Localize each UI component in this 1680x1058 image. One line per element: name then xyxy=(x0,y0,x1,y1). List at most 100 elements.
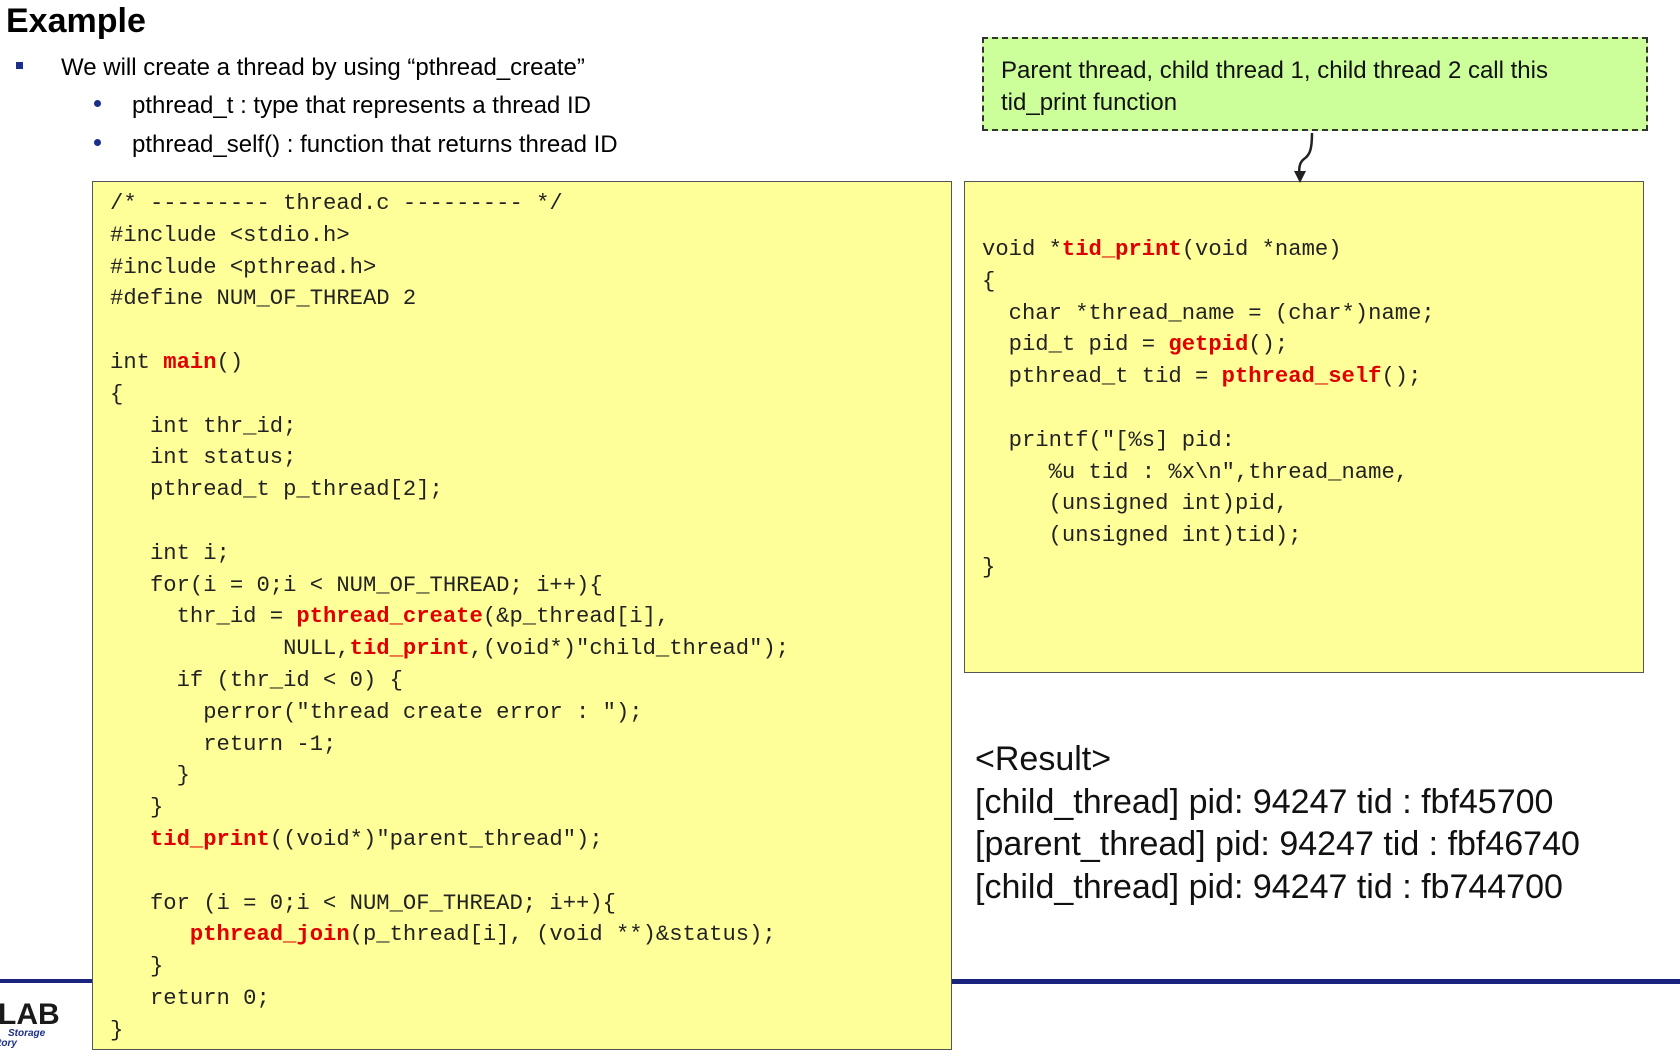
code-line: thr_id = pthread_create(&p_thread[i], xyxy=(110,601,951,633)
code-text: (); xyxy=(1381,364,1422,390)
dot-bullet-icon xyxy=(94,139,101,147)
code-line: printf("[%s] pid: xyxy=(982,425,1643,457)
code-line: { xyxy=(110,379,951,411)
svg-text:LAB: LAB xyxy=(0,998,60,1031)
code-line: void *tid_print(void *name) xyxy=(982,234,1643,266)
code-text: return -1; xyxy=(110,731,337,757)
square-bullet-icon xyxy=(16,62,23,70)
code-text xyxy=(110,922,190,947)
code-highlight: pthread_join xyxy=(189,922,350,948)
code-text: } xyxy=(110,795,164,821)
code-text: (unsigned int)pid, xyxy=(982,491,1289,517)
code-text: pthread_t p_thread[2]; xyxy=(110,477,443,503)
code-line: #define NUM_OF_THREAD 2 xyxy=(110,283,951,315)
code-line: { xyxy=(982,266,1643,298)
code-line: } xyxy=(110,760,951,792)
code-text: { xyxy=(110,381,124,407)
slide-title: Example xyxy=(6,2,146,40)
code-text: %u tid : %x\n",thread_name, xyxy=(982,459,1409,485)
result-line: [child_thread] pid: 94247 tid : fbf45700 xyxy=(975,782,1554,821)
code-text: perror("thread create error : "); xyxy=(110,699,643,725)
code-line: pthread_t p_thread[2]; xyxy=(110,474,951,506)
code-text: (&p_thread[i], xyxy=(482,604,670,630)
code-line: int status; xyxy=(110,442,951,474)
code-line: } xyxy=(110,792,951,824)
code-text: } xyxy=(110,763,190,789)
code-text: #define NUM_OF_THREAD 2 xyxy=(110,286,417,312)
code-text: for (i = 0;i < NUM_OF_THREAD; i++){ xyxy=(110,890,616,916)
code-line: pthread_join(p_thread[i], (void **)&stat… xyxy=(110,919,951,951)
lab-logo-icon: LAB Storage tory xyxy=(0,998,60,1049)
code-highlight: tid_print xyxy=(149,826,270,852)
code-line: int main() xyxy=(110,347,951,379)
code-highlight: pthread_self xyxy=(1221,364,1382,390)
code-line: tid_print((void*)"parent_thread"); xyxy=(110,824,951,856)
callout-arrow-icon xyxy=(1294,132,1314,183)
code-highlight: pthread_create xyxy=(296,604,483,630)
bullet-sub-1: pthread_t : type that represents a threa… xyxy=(94,92,591,120)
code-line: if (thr_id < 0) { xyxy=(110,665,951,697)
code-line: /* --------- thread.c --------- */ xyxy=(110,188,951,220)
bullet-main: We will create a thread by using “pthrea… xyxy=(16,54,585,82)
code-text: for(i = 0;i < NUM_OF_THREAD; i++){ xyxy=(110,572,603,598)
code-line: } xyxy=(982,552,1643,584)
code-text: void * xyxy=(982,237,1062,262)
footer-divider-left xyxy=(0,979,92,983)
code-line: } xyxy=(110,951,951,983)
code-line: pid_t pid = getpid(); xyxy=(982,329,1643,361)
code-line: int thr_id; xyxy=(110,411,951,443)
code-line xyxy=(110,315,951,347)
code-line: perror("thread create error : "); xyxy=(110,697,951,729)
result-output: <Result> [child_thread] pid: 94247 tid :… xyxy=(975,738,1580,908)
callout-line-2: tid_print function xyxy=(1001,89,1178,116)
code-text: return 0; xyxy=(110,985,270,1011)
code-line xyxy=(110,856,951,888)
code-line: #include <stdio.h> xyxy=(110,220,951,252)
code-text: thr_id = xyxy=(110,604,297,630)
code-text: (unsigned int)tid); xyxy=(982,523,1302,549)
code-line: return -1; xyxy=(110,729,951,761)
code-line: for (i = 0;i < NUM_OF_THREAD; i++){ xyxy=(110,888,951,920)
code-line: (unsigned int)pid, xyxy=(982,488,1643,520)
code-text: () xyxy=(216,349,244,375)
code-highlight: main xyxy=(163,349,217,375)
svg-text:tory: tory xyxy=(0,1038,17,1049)
footer-divider xyxy=(952,979,1680,984)
result-heading: <Result> xyxy=(975,740,1112,778)
dot-bullet-icon xyxy=(94,100,101,108)
code-text: { xyxy=(982,268,996,294)
code-line xyxy=(982,393,1643,425)
code-block-thread-c: /* --------- thread.c --------- */#inclu… xyxy=(92,181,952,1050)
code-highlight: tid_print xyxy=(1061,237,1182,262)
code-text: pid_t pid = xyxy=(982,332,1169,358)
code-text: if (thr_id < 0) { xyxy=(110,667,403,693)
code-text: } xyxy=(982,554,996,580)
code-line: char *thread_name = (char*)name; xyxy=(982,298,1643,330)
callout-line-1: Parent thread, child thread 1, child thr… xyxy=(1001,57,1548,84)
code-line: NULL,tid_print,(void*)"child_thread"); xyxy=(110,633,951,665)
svg-text:Storage: Storage xyxy=(8,1028,46,1039)
code-line: } xyxy=(110,1015,951,1047)
code-highlight: getpid xyxy=(1168,332,1249,358)
code-text xyxy=(110,827,150,852)
code-text: ,(void*)"child_thread"); xyxy=(469,636,790,662)
code-text: (); xyxy=(1248,332,1289,358)
code-text: pthread_t tid = xyxy=(982,364,1222,390)
code-line: (unsigned int)tid); xyxy=(982,520,1643,552)
code-text: char *thread_name = (char*)name; xyxy=(982,300,1435,326)
bullet-sub-2: pthread_self() : function that returns t… xyxy=(94,131,618,159)
code-text: int status; xyxy=(110,445,297,471)
code-line: %u tid : %x\n",thread_name, xyxy=(982,457,1643,489)
callout-note: Parent thread, child thread 1, child thr… xyxy=(982,37,1648,131)
code-text: #include <pthread.h> xyxy=(110,254,377,280)
result-line: [parent_thread] pid: 94247 tid : fbf4674… xyxy=(975,825,1580,863)
code-line: int i; xyxy=(110,538,951,570)
code-line: for(i = 0;i < NUM_OF_THREAD; i++){ xyxy=(110,570,951,602)
code-line: pthread_t tid = pthread_self(); xyxy=(982,361,1643,393)
code-block-tid-print: void *tid_print(void *name){ char *threa… xyxy=(964,181,1644,673)
code-text: int i; xyxy=(110,540,230,566)
bullet-main-text: We will create a thread by using “pthrea… xyxy=(61,54,585,81)
code-text: ((void*)"parent_thread"); xyxy=(269,826,603,852)
code-text: (p_thread[i], (void **)&status); xyxy=(349,922,776,948)
code-text: printf("[%s] pid: xyxy=(982,427,1235,453)
